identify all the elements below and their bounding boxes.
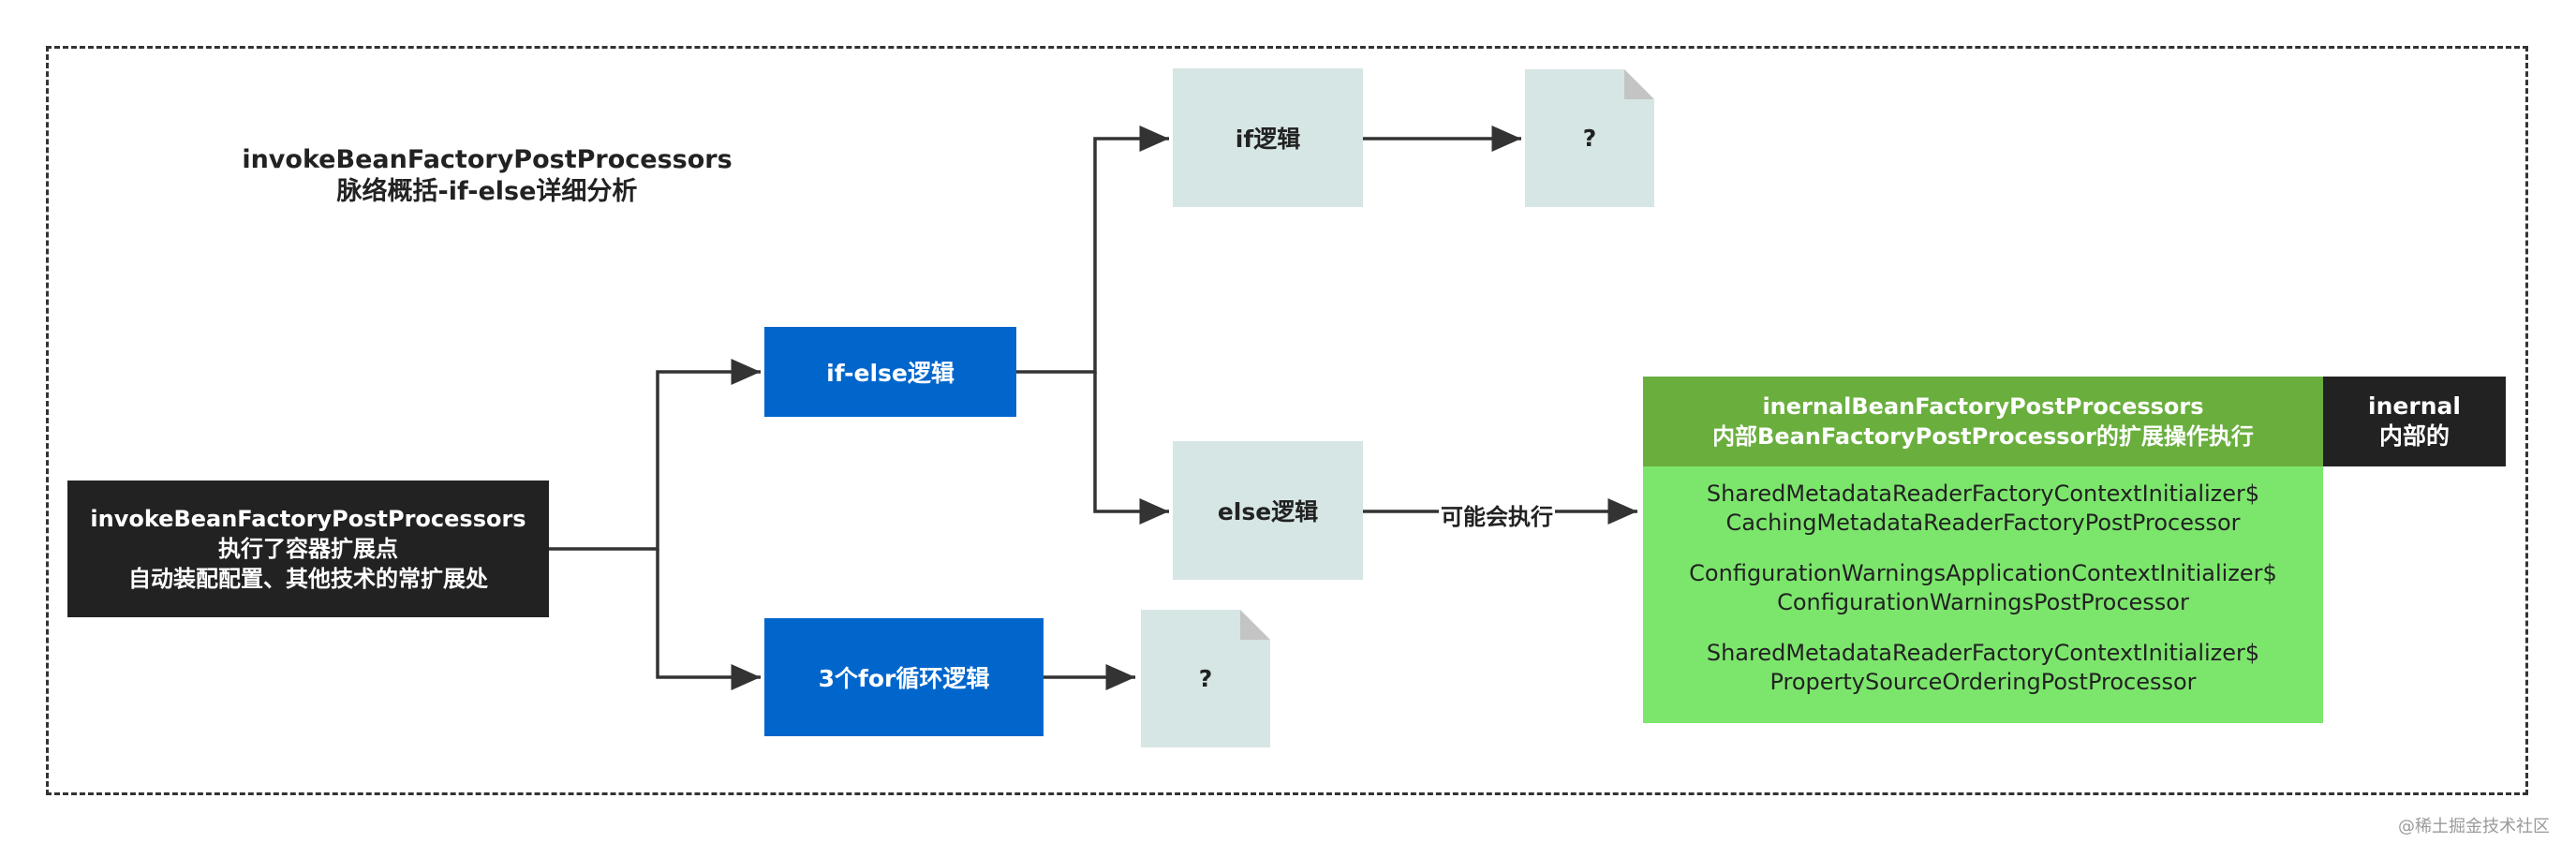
tag-line-2: 内部的 [2378, 422, 2450, 450]
edge-ifelse-to-else [1093, 372, 1169, 525]
item-line-2: ConfigurationWarningsPostProcessor [1777, 589, 2189, 615]
if-result-label: ? [1582, 125, 1597, 152]
item-line-1: SharedMetadataReaderFactoryContextInitia… [1706, 481, 2260, 507]
item-line-1: ConfigurationWarningsApplicationContextI… [1689, 560, 2277, 586]
root-line-1: invokeBeanFactoryPostProcessors [90, 506, 526, 532]
internal-processors-list: SharedMetadataReaderFactoryContextInitia… [1643, 466, 2323, 723]
root-node: invokeBeanFactoryPostProcessors 执行了容器扩展点… [67, 481, 549, 617]
forloop-node: 3个for循环逻辑 [764, 618, 1044, 736]
if-logic-label: if逻辑 [1235, 126, 1301, 153]
item-line-2: CachingMetadataReaderFactoryPostProcesso… [1725, 510, 2241, 536]
edge-ifelse-to-if [1016, 126, 1169, 374]
forloop-label: 3个for循环逻辑 [818, 665, 990, 692]
root-line-2: 执行了容器扩展点 [218, 536, 398, 562]
item-line-1: SharedMetadataReaderFactoryContextInitia… [1706, 640, 2260, 666]
edge-root-to-forloop [656, 549, 761, 690]
edge-label-may-execute: 可能会执行 [1439, 498, 1555, 531]
edge-root-to-ifelse [549, 359, 761, 551]
internal-processor-item: ConfigurationWarningsApplicationContextI… [1689, 559, 2277, 617]
internal-processor-item: SharedMetadataReaderFactoryContextInitia… [1707, 639, 2259, 697]
watermark: @稀土掘金技术社区 [2398, 817, 2550, 836]
diagram-frame [46, 46, 2528, 795]
internal-header-line-2: 内部BeanFactoryPostProcessor的扩展操作执行 [1712, 423, 2254, 450]
title-line-2: 脉络概括-if-else详细分析 [336, 177, 638, 206]
else-logic-node: else逻辑 [1173, 441, 1363, 580]
internal-processors-header: inernalBeanFactoryPostProcessors 内部BeanF… [1643, 377, 2323, 466]
tag-line-1: inernal [2368, 392, 2461, 420]
item-line-2: PropertySourceOrderingPostProcessor [1769, 669, 2197, 695]
root-line-3: 自动装配配置、其他技术的常扩展处 [128, 566, 488, 592]
internal-tag: inernal 内部的 [2323, 377, 2506, 466]
else-logic-label: else逻辑 [1217, 498, 1319, 525]
if-logic-node: if逻辑 [1173, 68, 1363, 207]
ifelse-node: if-else逻辑 [764, 327, 1016, 417]
internal-header-line-1: inernalBeanFactoryPostProcessors [1762, 393, 2204, 420]
ifelse-label: if-else逻辑 [826, 360, 955, 387]
title-line-1: invokeBeanFactoryPostProcessors [242, 145, 733, 174]
internal-processor-item: SharedMetadataReaderFactoryContextInitia… [1707, 480, 2259, 538]
diagram-title: invokeBeanFactoryPostProcessors 脉络概括-if-… [187, 144, 787, 208]
for-result-label: ? [1198, 665, 1213, 692]
